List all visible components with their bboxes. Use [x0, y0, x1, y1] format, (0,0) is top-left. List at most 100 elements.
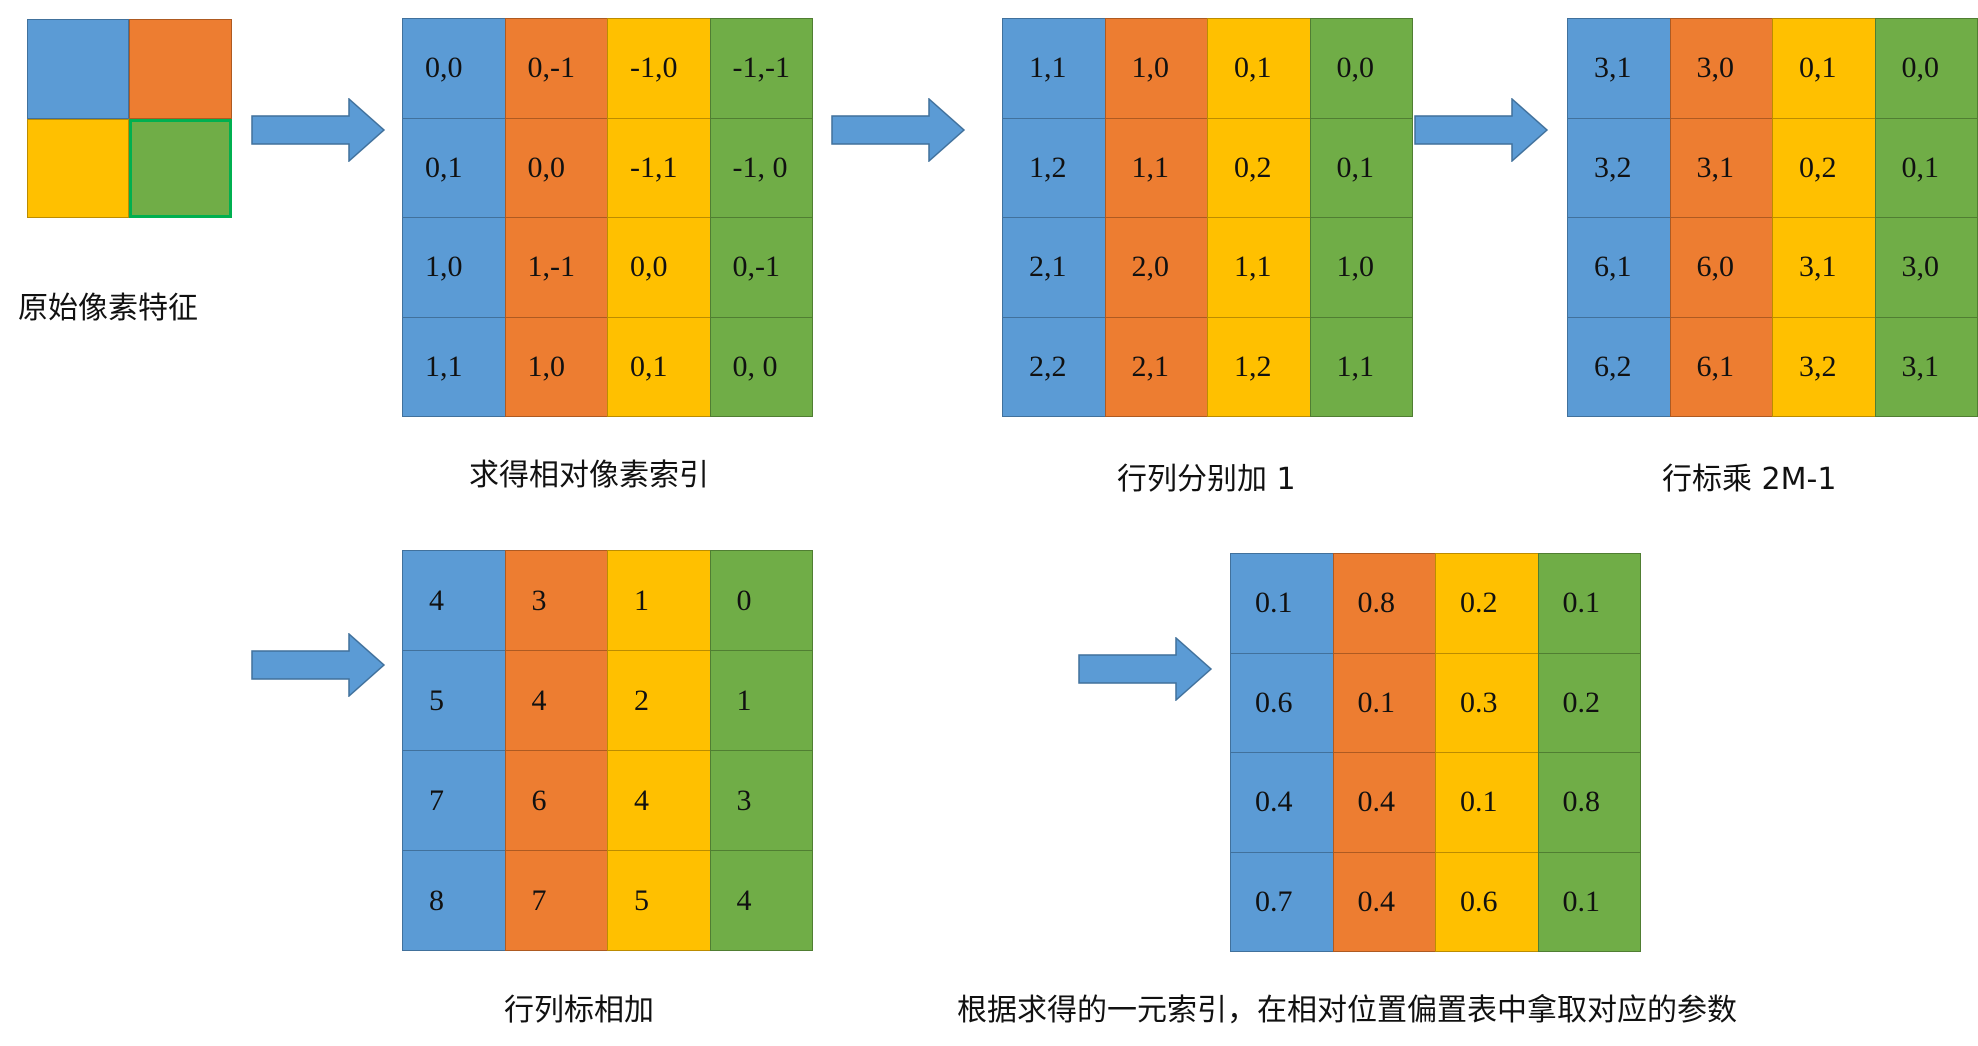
grid-cell-green: 4 [709, 850, 813, 951]
caption-row-multiply: 行标乘 2M-1 [1662, 462, 1837, 497]
grid-cell-yellow: 0.3 [1435, 652, 1539, 753]
grid-cell-blue: 8 [402, 850, 506, 951]
grid-cell-blue: 3,2 [1567, 117, 1671, 218]
grid-cell-orange: 6,0 [1669, 217, 1773, 318]
grid-cell-yellow: -1,1 [607, 117, 711, 218]
arrow-icon-2 [831, 98, 966, 162]
grid-cell-green: -1,-1 [709, 18, 813, 119]
grid-cell-yellow: 0,2 [1772, 117, 1876, 218]
grid-cell-blue: 0.4 [1230, 752, 1334, 853]
grid-cell-orange: 1,0 [1104, 18, 1208, 119]
grid-cell-blue: 0.7 [1230, 851, 1334, 952]
grid-cell-orange: 2,0 [1104, 217, 1208, 318]
caption-lookup: 根据求得的一元索引，在相对位置偏置表中拿取对应的参数 [957, 993, 1737, 1028]
pixel-swatch-orange [129, 19, 232, 119]
grid-cell-blue: 0,0 [402, 18, 506, 119]
grid-cell-blue: 1,1 [402, 316, 506, 417]
grid-cell-yellow: -1,0 [607, 18, 711, 119]
grid-cell-yellow: 2 [607, 650, 711, 751]
grid-cell-blue: 0.6 [1230, 652, 1334, 753]
grid-cell-blue: 1,2 [1002, 117, 1106, 218]
grid-cell-yellow: 0.6 [1435, 851, 1539, 952]
grid-cell-yellow: 5 [607, 850, 711, 951]
grid-cell-orange: 2,1 [1104, 316, 1208, 417]
grid-cell-green: 0.8 [1537, 752, 1641, 853]
arrow-icon-4 [251, 633, 386, 697]
arrow-icon-5 [1078, 637, 1213, 701]
pixel-swatch-yellow [27, 119, 129, 218]
grid-cell-yellow: 1,1 [1207, 217, 1311, 318]
grid-cell-yellow: 4 [607, 750, 711, 851]
grid-cell-orange: 0.4 [1332, 851, 1436, 952]
caption-relative-index: 求得相对像素索引 [469, 458, 709, 493]
grid-cell-orange: 0.4 [1332, 752, 1436, 853]
grid-cell-green: 0.1 [1537, 851, 1641, 952]
caption-add-one: 行列分别加 1 [1117, 462, 1296, 497]
grid-cell-orange: 7 [504, 850, 608, 951]
grid-cell-green: 0.1 [1537, 553, 1641, 654]
grid-cell-blue: 0.1 [1230, 553, 1334, 654]
grid-cell-blue: 5 [402, 650, 506, 751]
pixel-swatch-green-highlighted [129, 119, 232, 218]
grid-cell-green: 3,1 [1874, 316, 1978, 417]
grid-cell-yellow: 1,2 [1207, 316, 1311, 417]
grid-cell-orange: 3 [504, 550, 608, 651]
grid-cell-yellow: 0,2 [1207, 117, 1311, 218]
grid-cell-green: 1 [709, 650, 813, 751]
grid-cell-green: 3 [709, 750, 813, 851]
grid-cell-blue: 0,1 [402, 117, 506, 218]
grid-cell-yellow: 1 [607, 550, 711, 651]
arrow-icon-3 [1414, 98, 1549, 162]
grid-cell-orange: 0.8 [1332, 553, 1436, 654]
grid-cell-yellow: 0,1 [1207, 18, 1311, 119]
grid-cell-yellow: 0,1 [1772, 18, 1876, 119]
grid-cell-orange: 1,1 [1104, 117, 1208, 218]
grid-cell-green: 1,0 [1309, 217, 1413, 318]
caption-sum-index: 行列标相加 [504, 993, 654, 1028]
grid-cell-green: 0 [709, 550, 813, 651]
grid-cell-green: 0.2 [1537, 652, 1641, 753]
grid-cell-orange: 3,0 [1669, 18, 1773, 119]
grid-cell-orange: 4 [504, 650, 608, 751]
grid-cell-yellow: 0.2 [1435, 553, 1539, 654]
grid-cell-blue: 4 [402, 550, 506, 651]
grid-cell-yellow: 3,2 [1772, 316, 1876, 417]
grid-cell-green: 0,0 [1309, 18, 1413, 119]
grid-cell-orange: 0.1 [1332, 652, 1436, 753]
grid-cell-yellow: 0.1 [1435, 752, 1539, 853]
grid-cell-blue: 6,1 [1567, 217, 1671, 318]
grid-cell-blue: 1,0 [402, 217, 506, 318]
grid-cell-orange: 3,1 [1669, 117, 1773, 218]
grid-cell-green: 0,1 [1309, 117, 1413, 218]
grid-cell-orange: 6 [504, 750, 608, 851]
grid-cell-orange: 6,1 [1669, 316, 1773, 417]
grid-cell-green: 0,1 [1874, 117, 1978, 218]
grid-cell-green: 0,0 [1874, 18, 1978, 119]
caption-original: 原始像素特征 [18, 291, 198, 326]
grid-cell-orange: 1,0 [504, 316, 608, 417]
grid-cell-orange: 0,0 [504, 117, 608, 218]
grid-cell-blue: 3,1 [1567, 18, 1671, 119]
grid-cell-blue: 2,2 [1002, 316, 1106, 417]
arrow-icon-1 [251, 98, 386, 162]
grid-cell-orange: 1,-1 [504, 217, 608, 318]
grid-cell-yellow: 0,0 [607, 217, 711, 318]
grid-cell-green: 0, 0 [709, 316, 813, 417]
grid-cell-green: -1, 0 [709, 117, 813, 218]
grid-cell-green: 1,1 [1309, 316, 1413, 417]
grid-cell-blue: 2,1 [1002, 217, 1106, 318]
grid-cell-blue: 7 [402, 750, 506, 851]
grid-cell-green: 3,0 [1874, 217, 1978, 318]
grid-cell-yellow: 3,1 [1772, 217, 1876, 318]
grid-cell-yellow: 0,1 [607, 316, 711, 417]
grid-cell-green: 0,-1 [709, 217, 813, 318]
pixel-swatch-blue [27, 19, 129, 119]
grid-cell-blue: 6,2 [1567, 316, 1671, 417]
grid-cell-blue: 1,1 [1002, 18, 1106, 119]
original-pixel-features [27, 19, 232, 218]
